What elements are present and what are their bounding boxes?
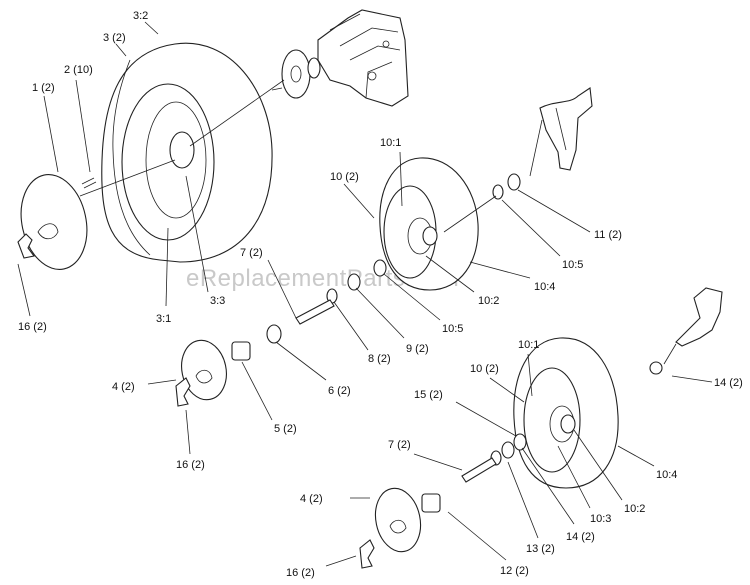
- callout-13: 13 (2): [526, 543, 555, 555]
- callout-10-2-a: 10:2: [478, 295, 499, 307]
- axle-bolt-7-lower: [461, 457, 497, 483]
- callout-14-a: 14 (2): [714, 377, 743, 389]
- caster-wheel-lower: [513, 337, 619, 489]
- callout-3-2: 3:2: [133, 10, 148, 22]
- leader-lines: [17, 21, 713, 567]
- callout-10-a: 10 (2): [330, 171, 359, 183]
- callout-2: 2 (10): [64, 64, 93, 76]
- callout-11: 11 (2): [594, 229, 622, 241]
- callout-7-a: 7 (2): [240, 247, 263, 259]
- axle-bracket-assembly: [281, 9, 409, 107]
- callout-6: 6 (2): [328, 385, 351, 397]
- callout-3-3: 3:3: [210, 295, 225, 307]
- callout-3-1: 3:1: [156, 313, 171, 325]
- callout-4-a: 4 (2): [112, 381, 135, 393]
- callout-12: 12 (2): [500, 565, 529, 577]
- callout-5: 5 (2): [274, 423, 297, 435]
- caster-wheel-upper: [379, 157, 479, 291]
- callout-10-4-b: 10:4: [656, 469, 677, 481]
- callout-10-1-b: 10:1: [518, 339, 539, 351]
- callout-3: 3 (2): [103, 32, 126, 44]
- callout-9: 9 (2): [406, 343, 429, 355]
- retaining-clip-16-b: [175, 377, 191, 407]
- bearing-15: [513, 433, 527, 451]
- seal-9: [347, 273, 361, 291]
- callout-7-b: 7 (2): [388, 439, 411, 451]
- bearing-10-5: [373, 259, 387, 277]
- callout-10-3: 10:3: [590, 513, 611, 525]
- callout-10-2-b: 10:2: [624, 503, 645, 515]
- spacer-12: [421, 493, 441, 513]
- callout-14-b: 14 (2): [566, 531, 595, 543]
- axle-bolt-7: [295, 299, 335, 325]
- nut-6: [266, 324, 282, 344]
- callout-10-5-b: 10:5: [442, 323, 463, 335]
- hub-cap-large: [20, 174, 88, 270]
- callout-10-5-a: 10:5: [562, 259, 583, 271]
- caster-spindle-lower: [649, 287, 723, 375]
- callout-10-1-a: 10:1: [380, 137, 401, 149]
- seal-14: [501, 441, 515, 459]
- callout-10-b: 10 (2): [470, 363, 499, 375]
- callout-10-4-a: 10:4: [534, 281, 555, 293]
- callout-labels: 3:2 3 (2) 2 (10) 1 (2) 16 (2) 3:1 3:3 10…: [18, 10, 743, 579]
- callout-16-c: 16 (2): [286, 567, 315, 579]
- callout-15: 15 (2): [414, 389, 443, 401]
- callout-1: 1 (2): [32, 82, 55, 94]
- callout-16-b: 16 (2): [176, 459, 205, 471]
- callout-8: 8 (2): [368, 353, 391, 365]
- retaining-clip-16-c: [359, 539, 375, 569]
- pin-2: [81, 177, 97, 189]
- retaining-clip-16-a: [17, 233, 35, 259]
- callout-4-b: 4 (2): [300, 493, 323, 505]
- caster-fork-upper: [492, 87, 593, 200]
- spacer-5: [231, 341, 251, 361]
- large-tire: [101, 42, 283, 263]
- callout-16-a: 16 (2): [18, 321, 47, 333]
